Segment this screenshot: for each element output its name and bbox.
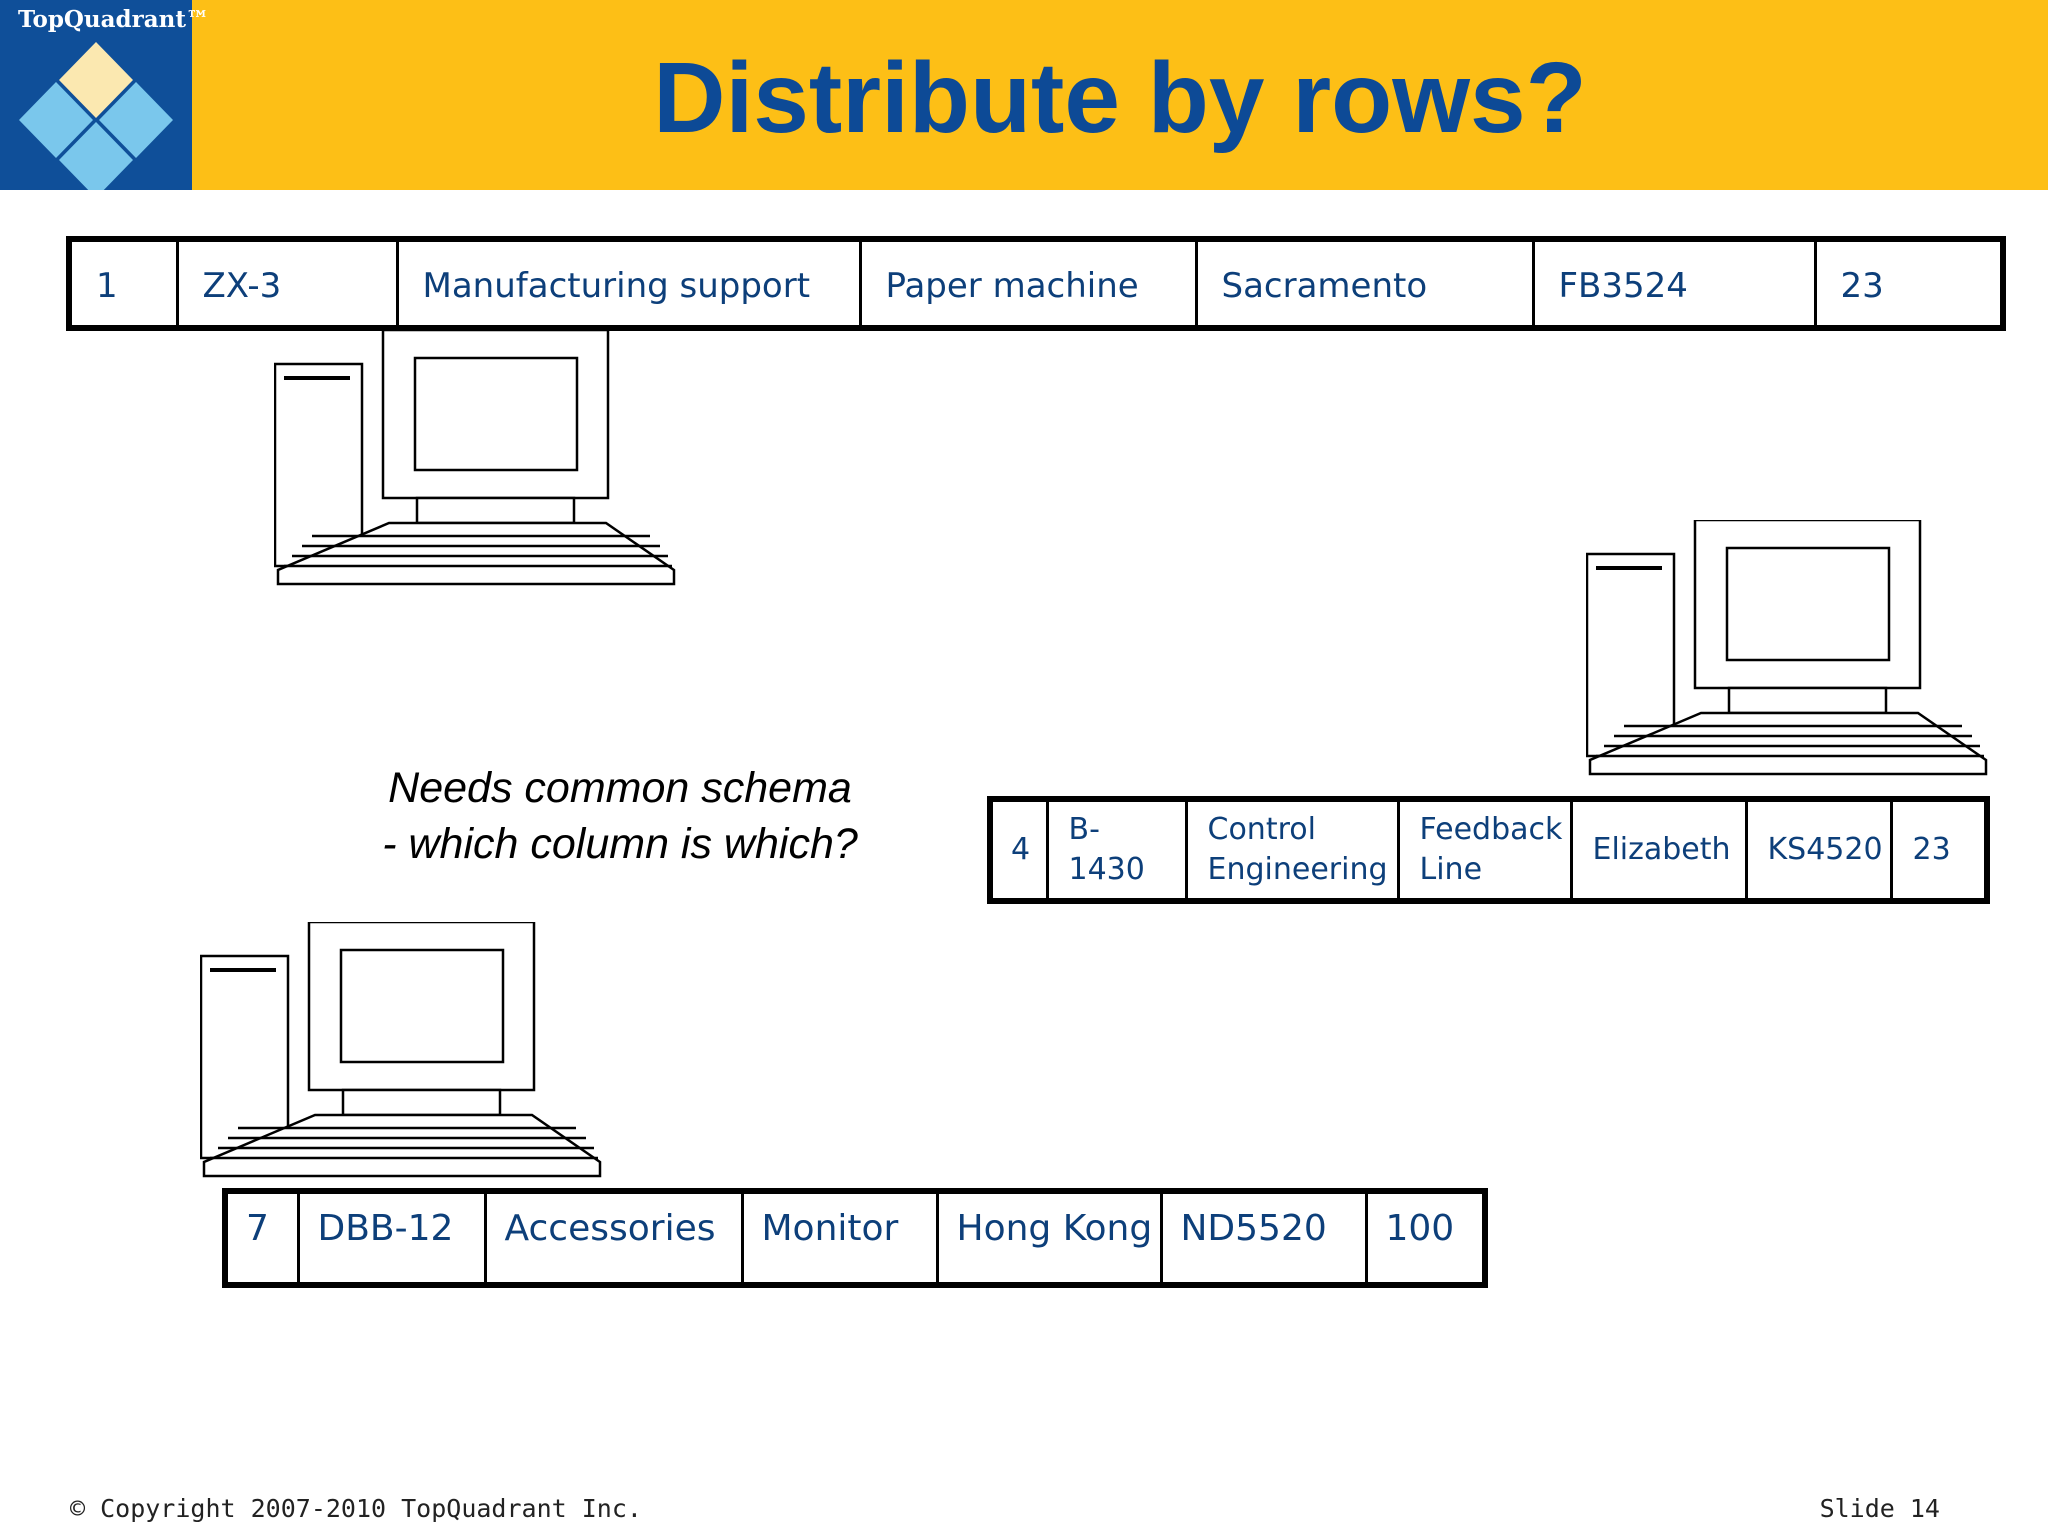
row1-cell: 1 — [67, 237, 179, 330]
row1-cell: Sacramento — [1194, 237, 1535, 330]
row2-cell: KS4520 — [1744, 797, 1893, 903]
footer-copyright: © Copyright 2007-2010 TopQuadrant Inc. — [70, 1494, 642, 1523]
row1-cell: ZX-3 — [175, 237, 399, 330]
row1-cell: 23 — [1813, 237, 2005, 330]
note-line-1: Needs common schema — [388, 764, 852, 812]
row3-cell: ND5520 — [1159, 1189, 1368, 1287]
row1-cell: Manufacturing support — [395, 237, 862, 330]
row3-cell: Hong Kong — [935, 1189, 1163, 1287]
logo-diamonds-icon — [19, 42, 173, 190]
row3-cell: DBB-12 — [296, 1189, 487, 1287]
row2-cell: Control Engineering — [1184, 797, 1400, 903]
row2-cell: B-1430 — [1045, 797, 1188, 903]
slide-title: Distribute by rows? — [653, 42, 1587, 154]
note-line-2: - which column is which? — [382, 820, 858, 868]
schema-note: Needs common schema - which column is wh… — [320, 760, 920, 872]
row2-cell: 4 — [988, 797, 1049, 903]
computer-icon — [1586, 520, 1988, 776]
logo-text: TopQuadrant™ — [18, 6, 210, 33]
row3-cell: Accessories — [483, 1189, 744, 1287]
row1-cell: FB3524 — [1531, 237, 1817, 330]
row1-cell: Paper machine — [858, 237, 1198, 330]
computer-icon — [274, 330, 676, 586]
data-row-table-3: 7 DBB-12 Accessories Monitor Hong Kong N… — [222, 1188, 1488, 1288]
data-row-table-1: 1 ZX-3 Manufacturing support Paper machi… — [66, 236, 2006, 331]
computer-icon — [200, 922, 602, 1178]
row2-cell: Elizabeth — [1569, 797, 1748, 903]
row3-cell: 100 — [1364, 1189, 1487, 1287]
data-row-table-2: 4 B-1430 Control Engineering Feedback Li… — [987, 796, 1990, 904]
row3-cell: 7 — [223, 1189, 300, 1287]
slide-number: Slide 14 — [1819, 1494, 1940, 1523]
slide-header: TopQuadrant™ Distribute by rows? — [0, 0, 2048, 190]
row2-cell: 23 — [1889, 797, 1989, 903]
row3-cell: Monitor — [740, 1189, 939, 1287]
row2-cell: Feedback Line — [1396, 797, 1573, 903]
topquadrant-logo: TopQuadrant™ — [0, 0, 209, 190]
